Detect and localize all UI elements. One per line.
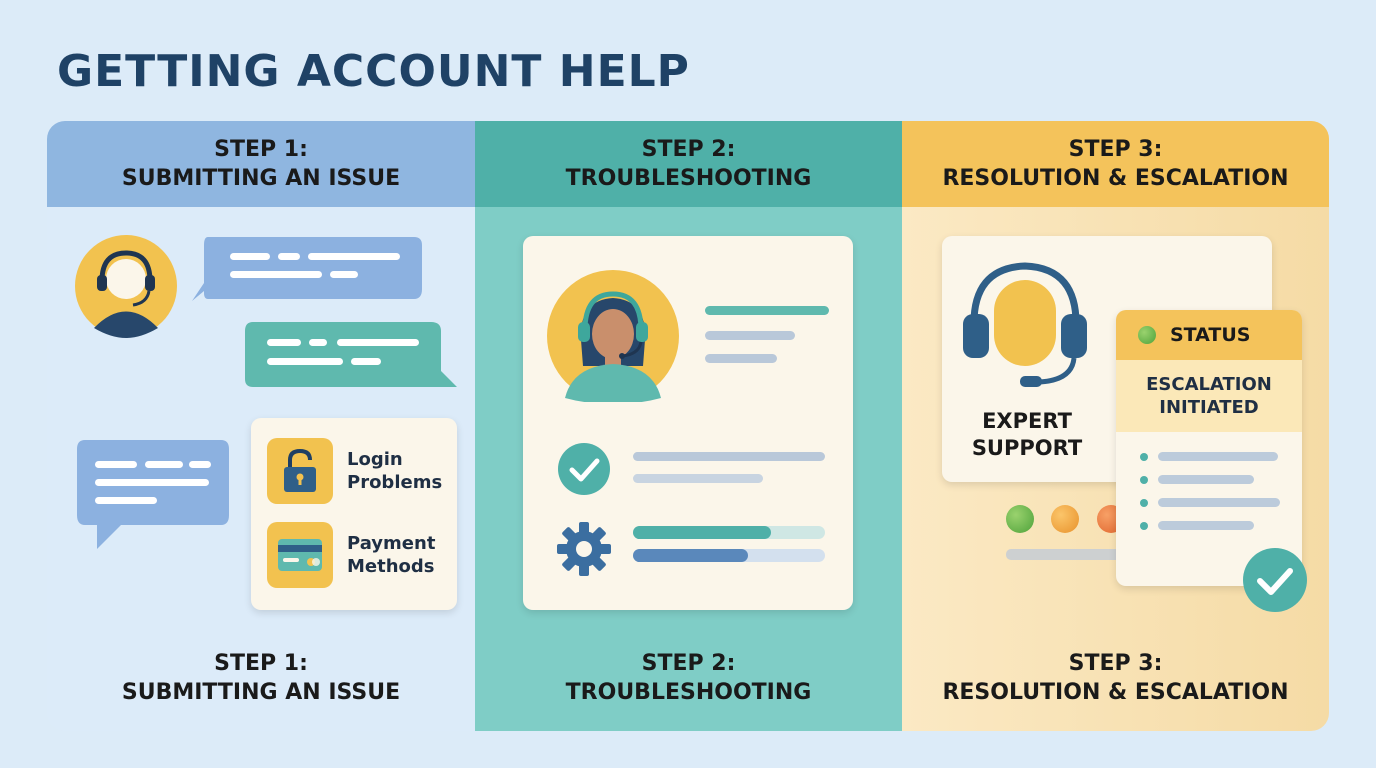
step-3-header-title: RESOLUTION & ESCALATION [942, 166, 1289, 191]
step-3-footer-number: STEP 3: [1068, 651, 1163, 676]
list-bullet [1140, 453, 1148, 461]
option-login-problems[interactable]: Login Problems [267, 438, 442, 504]
step-3-header-number: STEP 3: [1068, 137, 1163, 162]
progress-bar-fill [633, 526, 772, 539]
text-placeholder-line [1158, 498, 1280, 507]
step-2-footer: STEP 2: TROUBLESHOOTING [475, 649, 902, 707]
list-bullet [1140, 476, 1148, 484]
option-label: Methods [347, 556, 435, 577]
text-placeholder-line [705, 306, 829, 315]
progress-bar-track [633, 549, 825, 562]
progress-bar-fill [633, 549, 749, 562]
step-1-header: STEP 1: SUBMITTING AN ISSUE [47, 121, 475, 207]
agent-avatar-icon [75, 235, 177, 338]
text-placeholder-line [1158, 521, 1254, 530]
chat-bubble-icon [245, 322, 457, 387]
list-bullet [1140, 522, 1148, 530]
text-placeholder-line [705, 331, 795, 340]
step-1-footer-title: SUBMITTING AN ISSUE [121, 680, 401, 705]
option-payment-methods[interactable]: Payment Methods [267, 522, 435, 588]
step-2-panel: STEP 2: TROUBLESHOOTING [475, 121, 902, 731]
expert-support-line: EXPERT [982, 409, 1072, 433]
status-light-orange [1051, 505, 1079, 533]
chat-bubble-icon [77, 440, 229, 549]
step-3-panel: STEP 3: RESOLUTION & ESCALATION EXPERT S… [902, 121, 1329, 731]
step-1-footer: STEP 1: SUBMITTING AN ISSUE [47, 649, 475, 707]
support-agent-avatar-icon [547, 270, 679, 402]
escalation-status-text: ESCALATION INITIATED [1116, 360, 1302, 432]
check-circle-icon [558, 443, 610, 495]
step-1-header-title: SUBMITTING AN ISSUE [121, 166, 401, 191]
escalation-line: INITIATED [1159, 397, 1259, 418]
step-2-footer-title: TROUBLESHOOTING [565, 680, 812, 705]
check-circle-icon [1243, 548, 1307, 612]
text-placeholder-line [633, 452, 825, 461]
step-1-header-number: STEP 1: [214, 137, 308, 162]
status-light-green [1006, 505, 1034, 533]
text-placeholder-line [1158, 452, 1278, 461]
text-placeholder-line [1158, 475, 1254, 484]
list-bullet [1140, 499, 1148, 507]
credit-card-icon [267, 522, 333, 588]
issue-options-card: Login Problems Payment Methods [251, 418, 457, 610]
step-1-footer-number: STEP 1: [214, 651, 308, 676]
option-label: Payment [347, 533, 436, 554]
chat-bubble-icon [192, 237, 422, 301]
headset-icon [963, 262, 1087, 387]
step-2-header-number: STEP 2: [641, 137, 736, 162]
option-label: Login [347, 449, 403, 470]
status-card: STATUS ESCALATION INITIATED [1116, 310, 1302, 586]
text-placeholder-line [705, 354, 777, 363]
step-3-footer-title: RESOLUTION & ESCALATION [942, 680, 1289, 705]
status-header-label: STATUS [1170, 324, 1251, 346]
step-2-header-title: TROUBLESHOOTING [565, 166, 812, 191]
step-3-header: STEP 3: RESOLUTION & ESCALATION [902, 121, 1329, 207]
text-placeholder-line [633, 474, 763, 483]
expert-support-line: SUPPORT [971, 436, 1083, 460]
status-card-header: STATUS [1116, 310, 1302, 360]
progress-bar-track [633, 526, 825, 539]
option-label: Problems [347, 472, 443, 493]
step-2-header: STEP 2: TROUBLESHOOTING [475, 121, 902, 207]
expert-support-label: EXPERT SUPPORT [966, 408, 1088, 462]
step-2-footer-number: STEP 2: [641, 651, 736, 676]
text-placeholder-line [1006, 549, 1126, 560]
lock-icon [267, 438, 333, 504]
page-title: GETTING ACCOUNT HELP [57, 46, 690, 97]
steps-container: STEP 1: SUBMITTING AN ISSUE [47, 121, 1329, 731]
escalation-line: ESCALATION [1146, 374, 1272, 395]
gear-icon [557, 522, 611, 576]
step-1-panel: STEP 1: SUBMITTING AN ISSUE [47, 121, 475, 731]
troubleshooting-card [523, 236, 853, 610]
step-3-footer: STEP 3: RESOLUTION & ESCALATION [902, 649, 1329, 707]
status-indicator-dot [1138, 326, 1156, 344]
